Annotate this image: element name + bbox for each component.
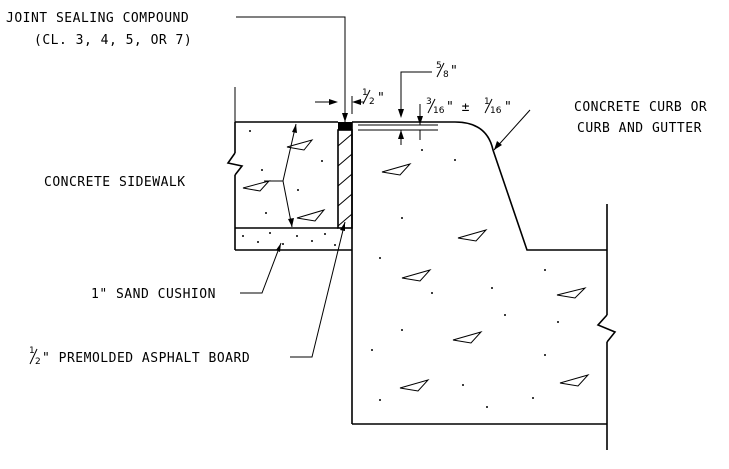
dimension-five-eighths — [398, 71, 432, 118]
board-half-slash — [29, 348, 38, 365]
five-eighths-den: 8 — [443, 70, 449, 80]
dimension-sealant-recess — [358, 104, 438, 145]
joint-sealing-label: JOINT SEALING COMPOUND — [6, 11, 189, 26]
tolerance-end-mark: " — [504, 100, 512, 115]
five-eighths-mark: " — [450, 64, 458, 79]
curb-aggregate-marks — [371, 149, 590, 408]
sidewalk-aggregate-marks — [242, 130, 326, 222]
asphalt-board-label: " PREMOLDED ASPHALT BOARD — [42, 351, 250, 366]
half-slash — [362, 89, 371, 105]
curb-and-gutter-label: CURB AND GUTTER — [577, 121, 702, 136]
concrete-curb-outline — [351, 121, 617, 450]
joint-sealing-compound — [338, 122, 352, 130]
dimension-half-inch — [315, 96, 364, 114]
half-den: 2 — [369, 97, 375, 107]
board-half-den: 2 — [35, 357, 41, 367]
leader-joint-sealing — [236, 16, 348, 122]
three-sixteenths-num: 3 — [426, 97, 432, 107]
five-eighths-slash — [436, 62, 445, 78]
one-sixteenth-slash — [484, 98, 493, 114]
tolerance-text: " ± — [446, 100, 470, 115]
three-sixteenths-den: 16 — [433, 106, 445, 116]
one-sixteenth-den: 16 — [490, 106, 502, 116]
half-num: 1 — [362, 88, 368, 98]
sand-cushion-layer — [242, 232, 336, 246]
leader-concrete-curb — [493, 109, 531, 151]
joint-sealing-classes-label: (CL. 3, 4, 5, OR 7) — [34, 33, 192, 48]
concrete-sidewalk-slab — [226, 87, 352, 251]
concrete-sidewalk-label: CONCRETE SIDEWALK — [44, 175, 186, 190]
concrete-curb-label: CONCRETE CURB OR — [574, 100, 707, 115]
leader-concrete-sidewalk — [264, 123, 297, 228]
three-sixteenths-slash — [427, 98, 436, 114]
leader-sand-cushion — [240, 242, 282, 294]
one-sixteenth-num: 1 — [484, 97, 490, 107]
sand-cushion-label: 1" SAND CUSHION — [91, 287, 216, 302]
board-half-num: 1 — [29, 346, 35, 356]
five-eighths-num: 5 — [436, 61, 442, 71]
premolded-asphalt-board — [337, 129, 353, 229]
leader-asphalt-board — [290, 221, 346, 358]
half-inch-mark: " — [377, 91, 385, 106]
